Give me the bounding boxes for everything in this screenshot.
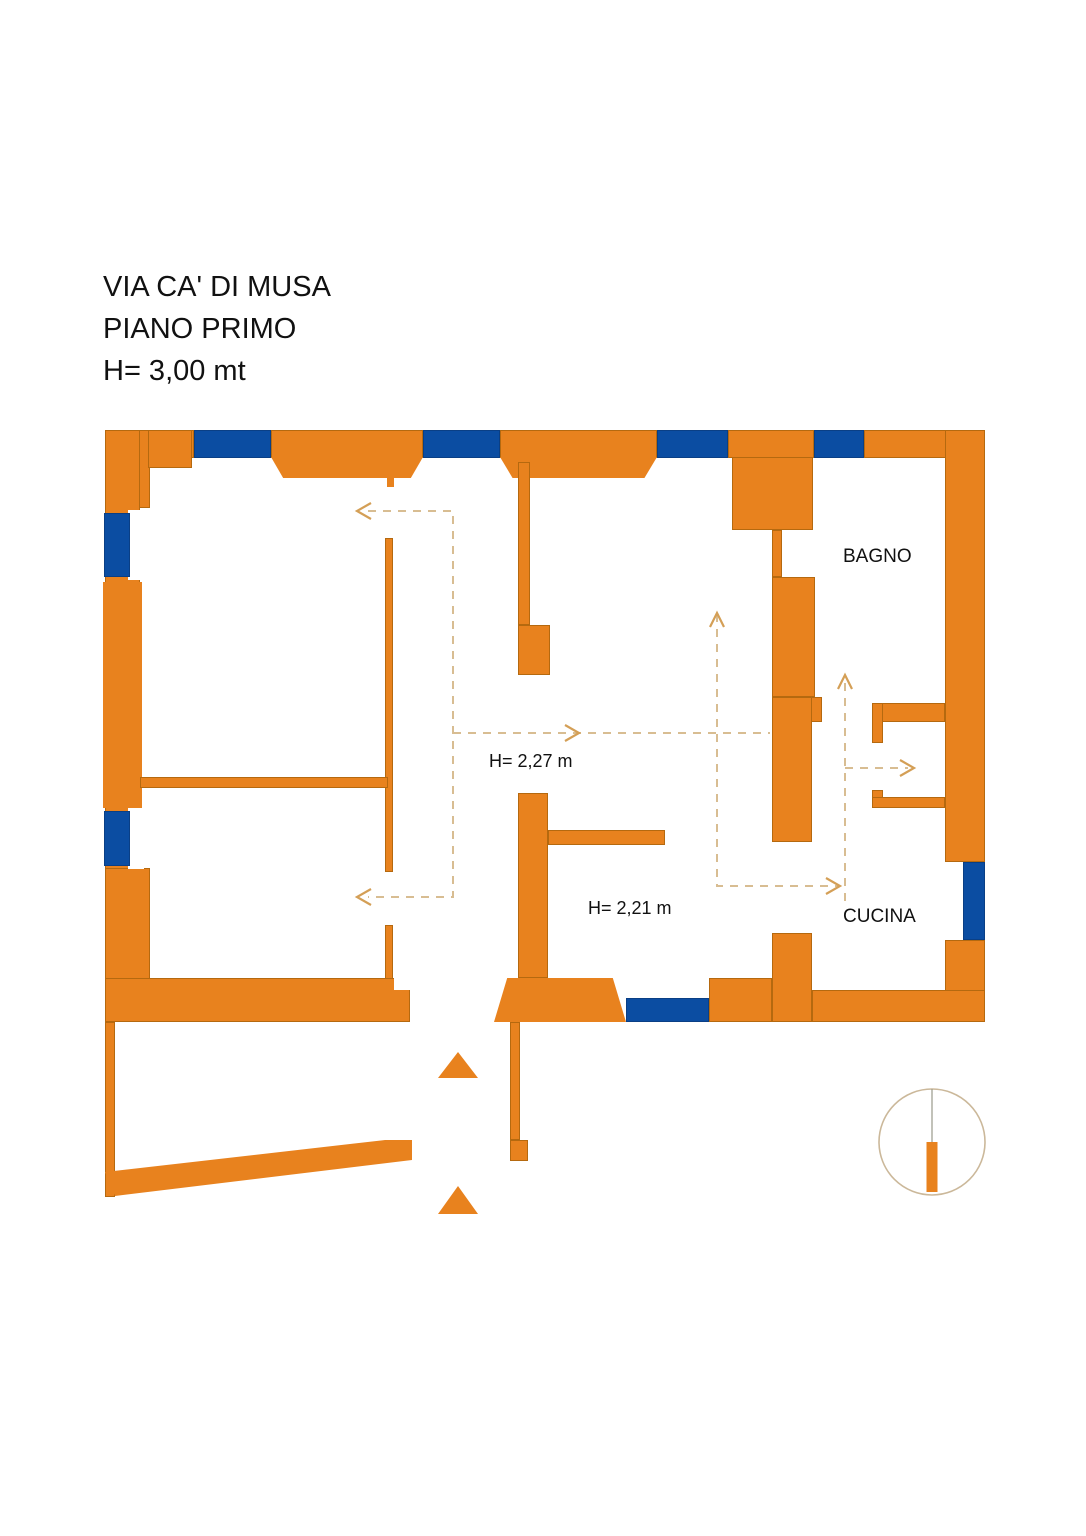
height-annotation-227: H= 2,27 m bbox=[489, 751, 573, 771]
ceiling-height-title: H= 3,00 mt bbox=[103, 355, 246, 387]
wall-segment bbox=[105, 1022, 115, 1197]
wall-segment bbox=[105, 978, 410, 1022]
wall-stub bbox=[510, 1140, 528, 1161]
wall-segment bbox=[518, 462, 530, 625]
street-title: VIA CA' DI MUSA bbox=[103, 271, 331, 303]
wall-stub bbox=[872, 703, 883, 743]
wall-segment bbox=[271, 430, 423, 458]
window-segment bbox=[104, 811, 130, 866]
wall-pier bbox=[518, 625, 550, 675]
wall-pier bbox=[271, 457, 423, 478]
window-segment bbox=[626, 998, 709, 1022]
wall-segment bbox=[728, 430, 814, 458]
wall-pier bbox=[500, 457, 657, 478]
wall-segment bbox=[772, 697, 812, 842]
wall-pier bbox=[494, 978, 626, 1022]
wall-segment bbox=[872, 797, 945, 808]
wall-segment bbox=[709, 978, 772, 1022]
window-segment bbox=[963, 862, 985, 940]
wall-segment bbox=[772, 933, 812, 1022]
window-reveal bbox=[128, 808, 144, 869]
wall-segment bbox=[385, 538, 393, 872]
wall-segment bbox=[772, 530, 782, 577]
wall-segment bbox=[103, 582, 142, 808]
wall-segment bbox=[548, 830, 665, 845]
north-compass-icon bbox=[878, 1088, 986, 1196]
wall-corner bbox=[148, 430, 192, 468]
window-segment bbox=[104, 513, 130, 577]
wall-segment bbox=[772, 577, 815, 697]
dash-arrowheads bbox=[354, 502, 917, 906]
height-annotation-221: H= 2,21 m bbox=[588, 898, 672, 918]
wall-notch bbox=[394, 978, 410, 990]
wall-pier bbox=[732, 457, 813, 530]
wall-segment bbox=[945, 430, 985, 862]
wall-segment bbox=[140, 777, 388, 788]
floor-title: PIANO PRIMO bbox=[103, 313, 297, 345]
wall-segment bbox=[518, 793, 548, 978]
window-segment bbox=[194, 430, 271, 458]
title-block: VIA CA' DI MUSA PIANO PRIMO H= 3,00 mt bbox=[103, 266, 331, 392]
window-reveal bbox=[128, 510, 144, 580]
wall-segment bbox=[812, 990, 985, 1022]
window-segment bbox=[657, 430, 728, 458]
wall-stub bbox=[387, 462, 394, 487]
room-label-bagno: BAGNO bbox=[843, 546, 912, 567]
window-segment bbox=[423, 430, 500, 458]
window-segment bbox=[814, 430, 864, 458]
wall-segment bbox=[510, 1022, 520, 1140]
room-label-cucina: CUCINA bbox=[843, 906, 916, 927]
